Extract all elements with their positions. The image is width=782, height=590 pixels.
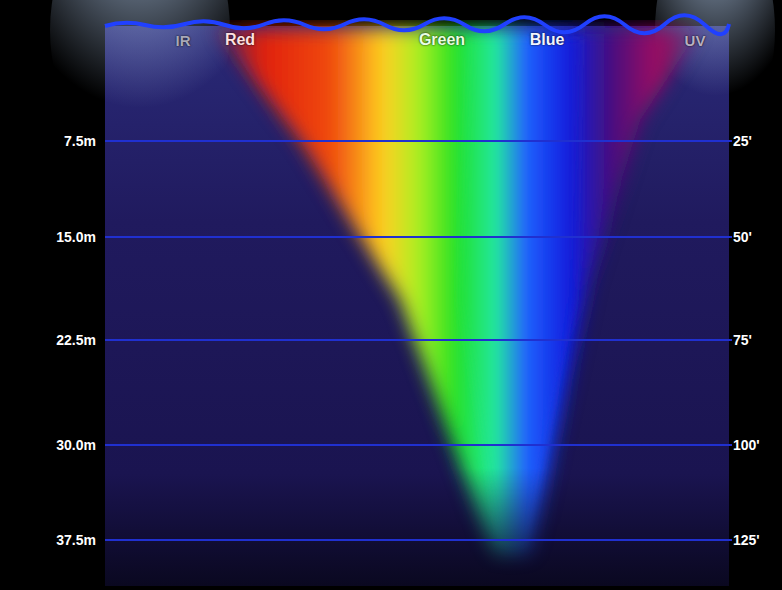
depth-label: 25' <box>733 134 752 148</box>
depth-label: 15.0m <box>56 230 96 244</box>
depth-label: 50' <box>733 230 752 244</box>
depth-label: 22.5m <box>56 333 96 347</box>
spectrum-label: Red <box>225 32 255 48</box>
depth-label: 75' <box>733 333 752 347</box>
spectrum-label: UV <box>685 33 706 48</box>
spectrum-label: Blue <box>530 32 565 48</box>
depth-label: 37.5m <box>56 533 96 547</box>
depth-label: 100' <box>733 438 760 452</box>
depth-label: 30.0m <box>56 438 96 452</box>
spectrum-label: Green <box>419 32 465 48</box>
depth-label: 125' <box>733 533 760 547</box>
spectrum-label: IR <box>176 33 191 48</box>
depth-label: 7.5m <box>64 134 96 148</box>
